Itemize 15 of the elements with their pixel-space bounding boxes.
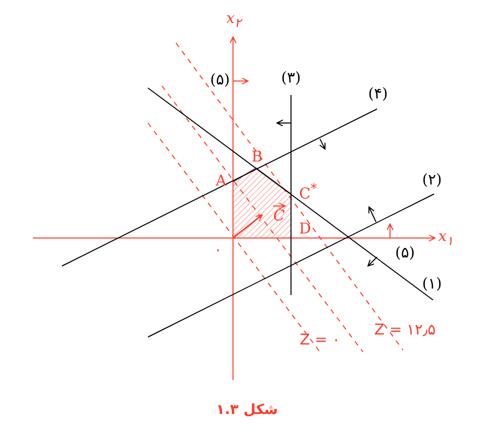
point-label: C$^{*}$ [299,182,317,202]
constraint-number: (۴) [368,86,388,102]
objective-value-label: Z = ۰ [300,332,340,348]
point-label: A [216,174,226,188]
point-label: D [298,222,312,236]
constraint-number: (۳) [281,70,301,86]
constraint-number: (۱) [422,276,442,292]
objective-value-label: Z = ۱۲٫۵ [374,322,436,338]
constraint-number: (۵) [210,72,230,88]
constraint-number: (۵) [395,246,415,260]
point-label: B [251,150,263,164]
figure-caption: شکل ۱.۳ [216,403,278,417]
origin-label: ۰ [214,242,222,258]
constraint-number: (۲) [422,172,442,188]
vector-label: C [273,208,285,224]
